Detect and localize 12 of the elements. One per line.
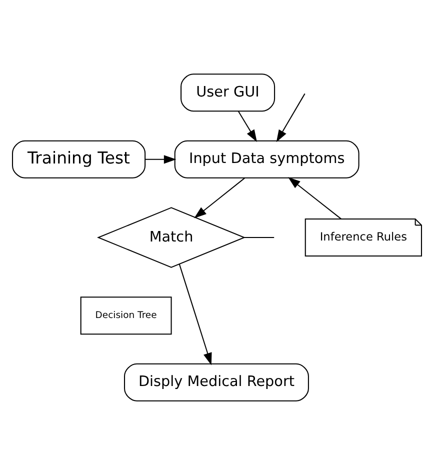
- arrow: [194, 178, 245, 218]
- arrow: [288, 177, 342, 220]
- node-box: Input Data symptoms: [174, 140, 360, 178]
- arrow: [178, 264, 212, 366]
- node-box: Disply Medical Report: [124, 363, 309, 402]
- node-box: Training Test: [12, 140, 146, 178]
- node-box: Decision Tree: [80, 296, 172, 335]
- node-box: User GUI: [180, 74, 276, 112]
- connector: [244, 236, 274, 238]
- arrow: [238, 111, 257, 142]
- arrow: [276, 93, 306, 142]
- arrow: [145, 155, 176, 164]
